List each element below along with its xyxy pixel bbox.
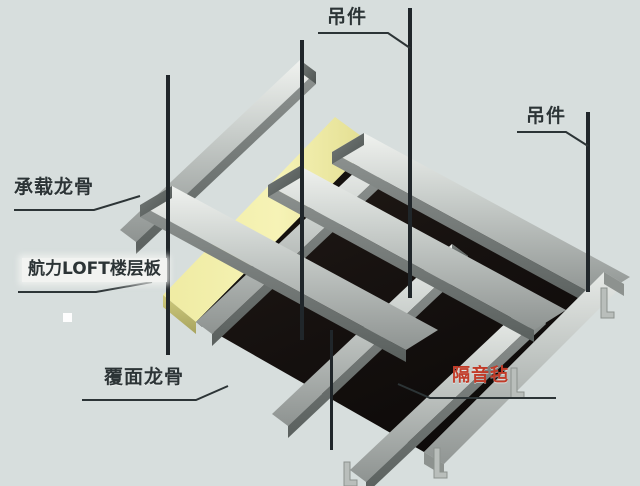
bearing-keel <box>268 166 566 342</box>
leader-line-sound-felt <box>397 383 556 399</box>
bearing-keel-group <box>140 133 630 362</box>
hanger-rod <box>586 112 590 292</box>
hanger-rod <box>330 330 333 450</box>
leader-line-furring-keel <box>82 385 229 401</box>
label-hanger-top: 吊件 <box>327 6 368 28</box>
image-artifact-speck <box>63 313 72 322</box>
leader-line-hanger-top <box>318 32 411 49</box>
leader-line-floor-board <box>18 281 153 293</box>
bearing-keel <box>140 186 438 362</box>
label-bearing-keel: 承载龙骨 <box>14 176 95 198</box>
hanger-rod <box>166 75 170 355</box>
leader-line-bearing-keel <box>14 195 141 211</box>
loft-floor-board <box>163 117 372 334</box>
leader-line-hanger-right <box>517 131 589 147</box>
label-floor-board: 航力LOFT楼层板 <box>22 258 167 282</box>
hanger-rod-group <box>166 8 590 450</box>
hanger-rod <box>300 40 304 340</box>
keel-end-clip <box>600 287 615 319</box>
label-furring-keel: 覆面龙骨 <box>104 366 185 388</box>
hanger-rod <box>408 8 412 298</box>
label-hanger-right: 吊件 <box>526 105 567 127</box>
keel-end-clip <box>433 447 448 479</box>
keel-end-clip <box>343 461 358 486</box>
label-sound-felt: 隔音毡 <box>452 365 509 386</box>
bearing-keel <box>332 133 630 309</box>
leader-line-group <box>14 32 589 401</box>
keel-end-clip-group <box>343 287 615 486</box>
